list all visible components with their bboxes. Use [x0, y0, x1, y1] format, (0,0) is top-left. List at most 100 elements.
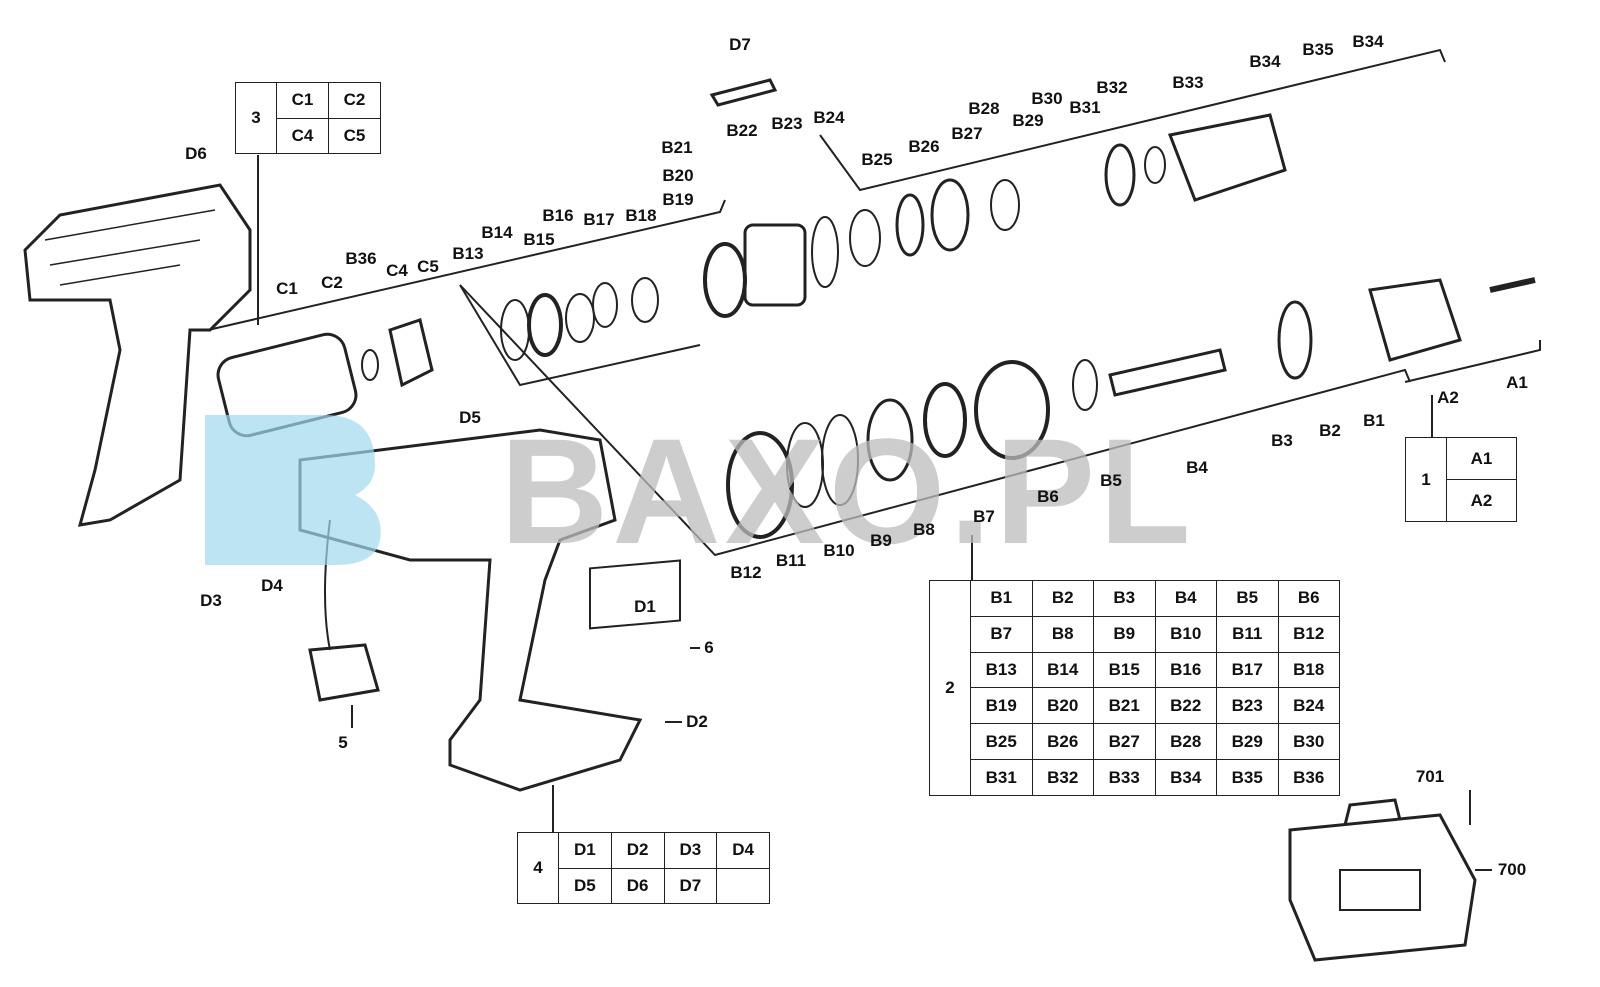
- part-label-b27: B27: [951, 124, 983, 143]
- plate-b2: [1277, 300, 1313, 380]
- group-number: 4: [517, 832, 559, 904]
- leader-line-b-upper: [459, 284, 701, 387]
- part-label-b7: B7: [973, 507, 995, 526]
- carrier-b16: [592, 282, 618, 328]
- part-label-b32: B32: [1096, 78, 1128, 97]
- leader-line-b-lower: [459, 284, 1411, 557]
- part-label-d4: D4: [261, 576, 283, 595]
- part-cell: B3: [1093, 580, 1156, 617]
- part-label-b22: B22: [726, 121, 758, 140]
- leader-line-a: [1404, 340, 1541, 383]
- part-label-b25: B25: [861, 150, 893, 169]
- clip-d7: [709, 78, 778, 107]
- ring-gear-b19: [703, 242, 747, 318]
- group-number: 1: [1405, 437, 1447, 522]
- part-cell: B35: [1216, 759, 1279, 796]
- ring-b11: [726, 431, 794, 539]
- part-cell: B9: [1093, 615, 1156, 653]
- part-cell: B13: [970, 651, 1033, 689]
- part-cell: B10: [1154, 615, 1217, 653]
- part-label-b16: B16: [542, 206, 574, 225]
- housing-half-d6: [23, 183, 252, 527]
- label-plate-6: [589, 559, 681, 630]
- part-label-a1: A1: [1506, 373, 1528, 392]
- carry-case-700: [1288, 813, 1477, 962]
- part-label-d2: D2: [686, 712, 708, 731]
- part-cell: B24: [1277, 687, 1340, 725]
- group-number: 2: [929, 580, 971, 796]
- part-cell: B22: [1154, 687, 1217, 725]
- collar-b6: [974, 360, 1050, 460]
- leader-line-group-3: [207, 199, 726, 331]
- part-cell: D4: [716, 832, 770, 869]
- part-cell: D2: [610, 832, 665, 869]
- part-cell: A2: [1446, 479, 1517, 522]
- part-cell: D1: [558, 832, 612, 869]
- part-label-d3: D3: [200, 591, 222, 610]
- case-handle-701: [1343, 798, 1402, 826]
- part-cell: B33: [1093, 759, 1156, 796]
- gear-b28: [990, 179, 1020, 231]
- part-cell: B12: [1277, 615, 1340, 653]
- spindle-b4: [1108, 348, 1227, 397]
- part-label-6: 6: [704, 638, 714, 657]
- leader-line-b-top: [819, 48, 1446, 192]
- part-label-c2: C2: [321, 273, 343, 292]
- part-cell: B21: [1093, 687, 1156, 725]
- part-cell: B26: [1031, 723, 1094, 761]
- part-label-b18: B18: [625, 206, 657, 225]
- gear-b26: [895, 193, 925, 257]
- part-cell: B2: [1031, 580, 1094, 617]
- part-cell: B18: [1277, 651, 1340, 689]
- part-label-b30: B30: [1031, 89, 1063, 108]
- part-cell: C1: [276, 82, 329, 119]
- part-cell: D6: [610, 867, 665, 904]
- part-label-b31: B31: [1069, 98, 1101, 117]
- part-label-d5: D5: [459, 408, 481, 427]
- group-number: 3: [235, 82, 277, 154]
- part-label-b33: B33: [1172, 73, 1204, 92]
- ring-b27: [930, 178, 970, 252]
- part-label-701: 701: [1415, 767, 1445, 786]
- part-cell: B28: [1154, 723, 1217, 761]
- part-cell: B36: [1277, 759, 1340, 796]
- part-cell: B32: [1031, 759, 1094, 796]
- part-label-a2: A2: [1437, 388, 1459, 407]
- oring-b24: [811, 216, 839, 288]
- part-cell: B7: [970, 615, 1033, 653]
- part-label-b1: B1: [1363, 411, 1385, 430]
- part-cell: C4: [276, 117, 329, 154]
- part-label-5: 5: [338, 733, 348, 752]
- part-label-d7: D7: [729, 35, 751, 54]
- part-cell: B34: [1154, 759, 1217, 796]
- part-label-c4: C4: [386, 261, 408, 280]
- clutch-housing-b33: [1167, 113, 1287, 202]
- part-label-b35: B35: [1302, 40, 1334, 59]
- part-label-c1: C1: [276, 279, 298, 298]
- part-cell: B15: [1093, 651, 1156, 689]
- part-cell: B27: [1093, 723, 1156, 761]
- housing-half-d2: [298, 428, 643, 792]
- part-label-b23: B23: [771, 114, 803, 133]
- watermark-text: BAXO.PL: [500, 407, 1195, 575]
- part-cell: B11: [1216, 615, 1279, 653]
- part-label-b4: B4: [1186, 458, 1208, 477]
- ring-b9: [821, 414, 859, 506]
- part-label-700: 700: [1497, 860, 1527, 879]
- part-cell: B17: [1216, 651, 1279, 689]
- washer-b13: [500, 299, 530, 361]
- part-label-b8: B8: [913, 520, 935, 539]
- part-cell: D3: [663, 832, 718, 869]
- part-label-c5: C5: [417, 257, 439, 276]
- part-label-b9: B9: [870, 531, 892, 550]
- case-label-area: [1339, 869, 1421, 911]
- part-label-b34: B34: [1249, 52, 1281, 71]
- bush-b32: [1144, 146, 1166, 184]
- part-label-b19: B19: [662, 190, 694, 209]
- gear-b15: [565, 293, 595, 343]
- part-label-b29: B29: [1012, 111, 1044, 130]
